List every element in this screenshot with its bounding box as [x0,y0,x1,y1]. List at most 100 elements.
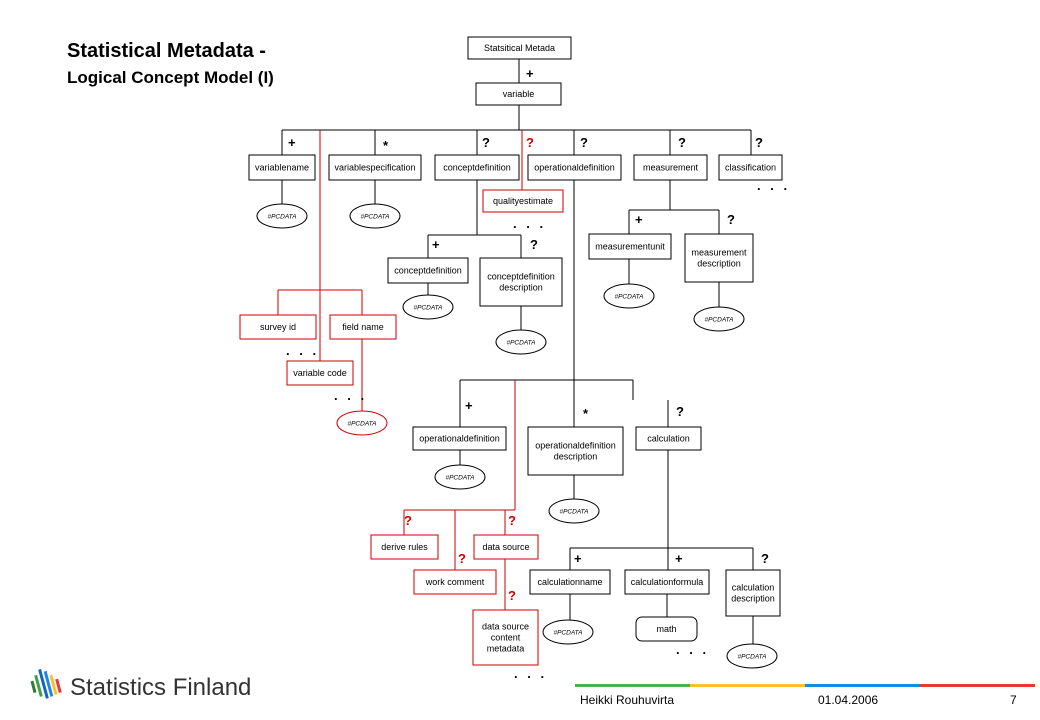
cardinality-marker: ? [755,135,763,150]
pcdata-leaf: #PCDATA [495,329,547,355]
node-box [475,82,562,106]
node-operationaldefinition: operationaldefinition [527,154,622,181]
cardinality-marker: + [526,66,534,81]
continuation-ellipsis: . . . [514,666,547,681]
continuation-ellipsis: . . . [334,388,367,403]
footer-bar-segment [575,684,690,687]
node-label: field name [342,322,384,332]
node-label: calculation [647,434,690,444]
cardinality-marker: ? [508,588,516,603]
cardinality-marker: ? [676,404,684,419]
pcdata-label: #PCDATA [347,421,376,428]
node-measurementunit: measurementunit [588,233,672,260]
cardinality-marker: ? [678,135,686,150]
slide-title: Statistical Metadata - [67,40,266,62]
node-label: variable code [293,368,347,378]
continuation-ellipsis: . . . [757,178,790,193]
continuation-ellipsis: . . . [513,216,546,231]
cardinality-marker: ? [458,551,466,566]
footer-bar-segment [690,684,805,687]
node-label: description [499,283,543,293]
pcdata-leaf: #PCDATA [402,294,454,320]
node-calculationname: calculationname [529,569,611,595]
node-operationaldefinition2: operationaldefinition [412,426,507,451]
page-number: 7 [1010,693,1017,707]
node-root: Statsitical Metada [467,36,572,60]
node-label: survey id [260,322,296,332]
node-box [328,154,422,181]
pcdata-label: #PCDATA [506,340,535,347]
node-label: operationaldefinition [419,434,500,444]
cardinality-marker: + [675,551,683,566]
pcdata-label: #PCDATA [267,214,296,221]
node-calculationformula: calculationformula [624,569,710,595]
node-fieldname: field name [329,314,397,340]
node-box [635,426,702,451]
node-label: Statsitical Metada [484,43,555,53]
cardinality-marker: ? [526,135,534,150]
node-box [434,154,520,181]
node-label: data source [482,542,529,552]
node-label: variablename [255,163,309,173]
node-box [239,314,317,340]
cardinality-marker: ? [482,135,490,150]
node-label: operationaldefinition [535,441,616,451]
node-deriverules: derive rules [370,534,439,560]
cardinality-marker: ? [761,551,769,566]
pcdata-label: #PCDATA [704,317,733,324]
pcdata-ellipse [603,283,655,309]
node-box [718,154,783,181]
node-label: operationaldefinition [534,163,615,173]
node-box [412,426,507,451]
pcdata-leaf: #PCDATA [542,619,594,645]
pcdata-ellipse [548,498,600,524]
footer-color-bar [575,684,1035,687]
node-label: classification [725,163,776,173]
cardinality-marker: ? [404,513,412,528]
node-variablecode: variable code [286,360,354,386]
node-calculation: calculation [635,426,702,451]
pcdata-label: #PCDATA [360,214,389,221]
pcdata-leaf: #PCDATA [603,283,655,309]
pcdata-ellipse [256,203,308,229]
node-classification: classification [718,154,783,181]
pcdata-ellipse [402,294,454,320]
node-box [248,154,316,181]
pcdata-ellipse [542,619,594,645]
node-box [370,534,439,560]
node-box [527,154,622,181]
node-label: metadata [487,644,525,654]
node-box [286,360,354,386]
node-label: data source [482,622,529,632]
cardinality-marker: ? [580,135,588,150]
node-label: qualityestimate [493,196,553,206]
footer-author: Heikki Rouhuvirta [580,693,675,707]
node-label: work comment [425,577,485,587]
pcdata-leaf: #PCDATA [349,203,401,229]
node-label: content [491,633,521,643]
node-label: description [731,594,775,604]
node-box [467,36,572,60]
slide-subtitle: Logical Concept Model (I) [67,68,274,87]
pcdata-label: #PCDATA [553,630,582,637]
brand-name: Statistics Finland [70,674,252,701]
cardinality-marker: * [383,138,389,153]
continuation-ellipsis: . . . [286,343,319,358]
node-workcomment: work comment [413,569,497,595]
cardinality-marker: + [288,135,296,150]
pcdata-ellipse [495,329,547,355]
node-box [633,154,708,181]
node-label: variablespecification [334,163,415,173]
cardinality-marker: + [465,398,473,413]
node-label: measurement [691,248,747,258]
node-label: calculationname [537,577,602,587]
node-box [527,426,624,476]
node-math: math [635,616,698,642]
node-label: calculation [732,583,775,593]
cardinality-marker: ? [530,237,538,252]
node-label: conceptdefinition [443,163,511,173]
